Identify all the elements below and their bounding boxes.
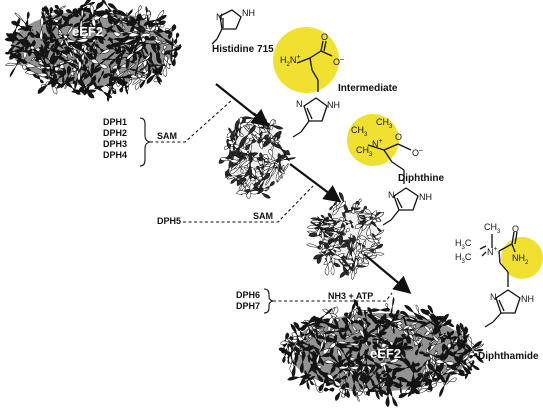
diphthamide-h3c-lower: H3C <box>455 252 472 265</box>
enzyme-dph3: DPH3 <box>103 139 128 149</box>
diphthine-ominus-atom: O– <box>412 147 423 158</box>
diphthine-label: Diphthine <box>398 173 445 184</box>
intermediate-n-atom: N <box>296 99 303 109</box>
reaction-arrow-1 <box>215 83 270 127</box>
diphthamide-nh2-atom: NH2 <box>512 253 529 266</box>
enzyme-dph5: DPH5 <box>157 216 182 226</box>
diphthine-structure <box>367 143 419 226</box>
diphthamide-nh-atom: NH <box>521 294 534 304</box>
step3-enzyme-list: DPH6 DPH7 <box>236 290 260 312</box>
diphthamide-o-atom: O <box>512 224 520 234</box>
enzyme-dph4: DPH4 <box>103 150 128 160</box>
diphthine-ch3-bottom: CH3 <box>356 145 373 158</box>
diphthamide-structure <box>479 231 521 328</box>
diphthine-ch3-left: CH3 <box>351 125 368 138</box>
eef2-protein-bottom <box>278 296 485 408</box>
eef2-fragment-diphthine <box>306 191 385 280</box>
diphthine-n-atom: N <box>388 190 395 200</box>
step3-brace <box>263 288 274 314</box>
step2-cofactor: SAM <box>253 211 273 221</box>
eef2-fragment-intermediate <box>218 112 297 199</box>
diphthamide-n-atom: N <box>490 292 497 302</box>
reaction-arrow-2 <box>289 163 342 203</box>
intermediate-o-atom: O <box>321 32 329 42</box>
intermediate-structure <box>292 40 333 138</box>
reaction-arrow-3 <box>363 253 412 294</box>
histidine-715-label: Histidine 715 <box>212 44 274 55</box>
his715-nh-atom: NH <box>242 8 255 18</box>
his715-n-atom: N <box>216 12 223 22</box>
intermediate-nh-atom: NH <box>327 100 340 110</box>
step1-brace <box>139 117 151 167</box>
diphthamide-nplus-atom: N+ <box>487 246 498 257</box>
diphthine-ch3-top: CH3 <box>376 117 393 130</box>
diphthamide-ch3-top: CH3 <box>484 222 501 235</box>
enzyme-dph1: DPH1 <box>103 117 128 127</box>
intermediate-ominus-atom: O– <box>333 56 344 67</box>
diphthine-nh-atom: NH <box>419 192 432 202</box>
step2-dashed-line <box>183 185 314 223</box>
step3-cofactor: NH3 + ATP <box>328 291 374 301</box>
diphthamide-label: Diphthamide <box>478 351 539 362</box>
step1-cofactor: SAM <box>157 131 177 141</box>
enzyme-dph6: DPH6 <box>236 290 261 300</box>
diphthine-o-atom: O <box>395 132 403 142</box>
eef2-label-bottom: eEF2 <box>370 346 402 361</box>
step1-enzyme-list: DPH1 DPH2 DPH3 DPH4 <box>103 117 127 161</box>
diphthine-nplus-atom: N+ <box>372 138 383 149</box>
diphthamide-h3c-upper: H3C <box>455 238 472 251</box>
eef2-protein-top <box>4 0 183 103</box>
step3-dashed-line <box>273 292 393 302</box>
amide-highlight <box>501 237 543 279</box>
step1-dashed-line <box>150 99 233 143</box>
intermediate-label: Intermediate <box>338 83 398 94</box>
enzyme-dph2: DPH2 <box>103 128 128 138</box>
eef2-label-top: eEF2 <box>72 24 104 39</box>
enzyme-dph7: DPH7 <box>236 301 261 311</box>
histidine-715-structure <box>211 9 242 45</box>
intermediate-h2n-atom: H2N+ <box>280 54 301 68</box>
